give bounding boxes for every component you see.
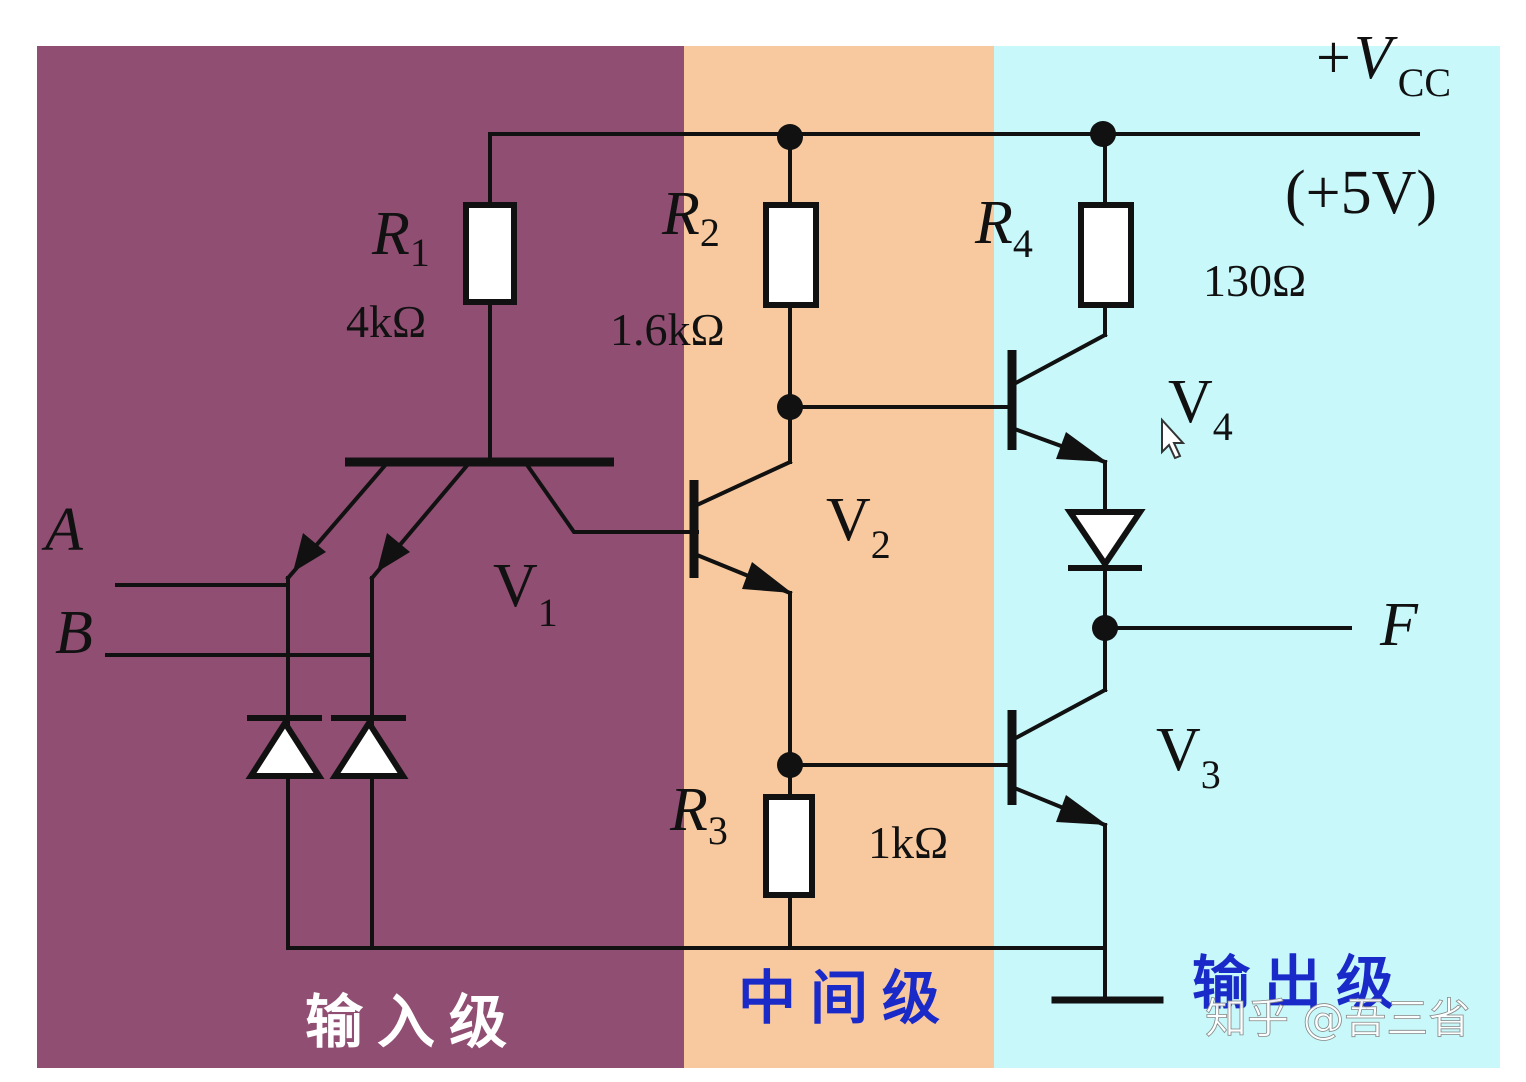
v4-emitter-arrow xyxy=(1056,432,1107,462)
input-stage-label: 输入级 xyxy=(305,988,521,1056)
middle-stage-panel xyxy=(684,46,994,1068)
junction-vcc-r2 xyxy=(777,124,803,150)
output-diode xyxy=(1064,509,1146,570)
stage-labels: 输入级 中间级 输出级 xyxy=(305,949,1408,1056)
resistors xyxy=(463,202,1134,898)
input-stage-panel xyxy=(37,46,687,1068)
watermark-text: 知乎 @吾三省 xyxy=(1205,994,1470,1043)
junction-v2-collector xyxy=(777,394,803,420)
junction-dots xyxy=(777,121,1118,778)
r2-value: 1.6kΩ xyxy=(610,304,725,355)
output-stage-label: 输出级 xyxy=(1192,949,1408,1017)
r2-resistor xyxy=(763,202,819,308)
input-b-label: B xyxy=(55,599,93,667)
v3-label: V3 xyxy=(1156,716,1221,797)
v4-label: V4 xyxy=(1168,368,1233,449)
v2-label: V2 xyxy=(826,486,891,567)
cursor-icon xyxy=(1161,417,1186,460)
r4-resistor xyxy=(1078,202,1134,308)
input-a-label: A xyxy=(41,496,84,564)
r1-label: R1 xyxy=(371,200,430,275)
r1-value: 4kΩ xyxy=(346,296,426,347)
r2-label: R2 xyxy=(661,180,720,255)
r1-resistor xyxy=(463,202,517,305)
r3-label: R3 xyxy=(669,776,728,853)
r4-value: 130Ω xyxy=(1203,255,1306,306)
diodes xyxy=(245,509,1146,779)
transistor-bases xyxy=(345,350,1017,805)
v1-emitter-a-arrow xyxy=(293,533,326,572)
output-f-label: F xyxy=(1379,591,1419,659)
middle-stage-label: 中间级 xyxy=(738,964,954,1032)
v1-label: V1 xyxy=(493,552,558,635)
junction-v2-emitter xyxy=(777,752,803,778)
v1-emitter-b-arrow xyxy=(377,533,410,572)
clamp-diode-a xyxy=(245,717,325,779)
junction-output xyxy=(1092,615,1118,641)
r4-label: R4 xyxy=(974,189,1033,266)
emitter-arrows xyxy=(293,432,1107,825)
v3-emitter-arrow xyxy=(1056,795,1107,825)
v2-emitter-arrow xyxy=(742,562,792,593)
clamp-diode-b xyxy=(329,717,409,779)
supply-voltage-label: (+5V) xyxy=(1285,159,1437,227)
r3-resistor xyxy=(763,794,815,898)
junction-vcc-r4 xyxy=(1090,121,1116,147)
r3-value: 1kΩ xyxy=(868,817,948,868)
